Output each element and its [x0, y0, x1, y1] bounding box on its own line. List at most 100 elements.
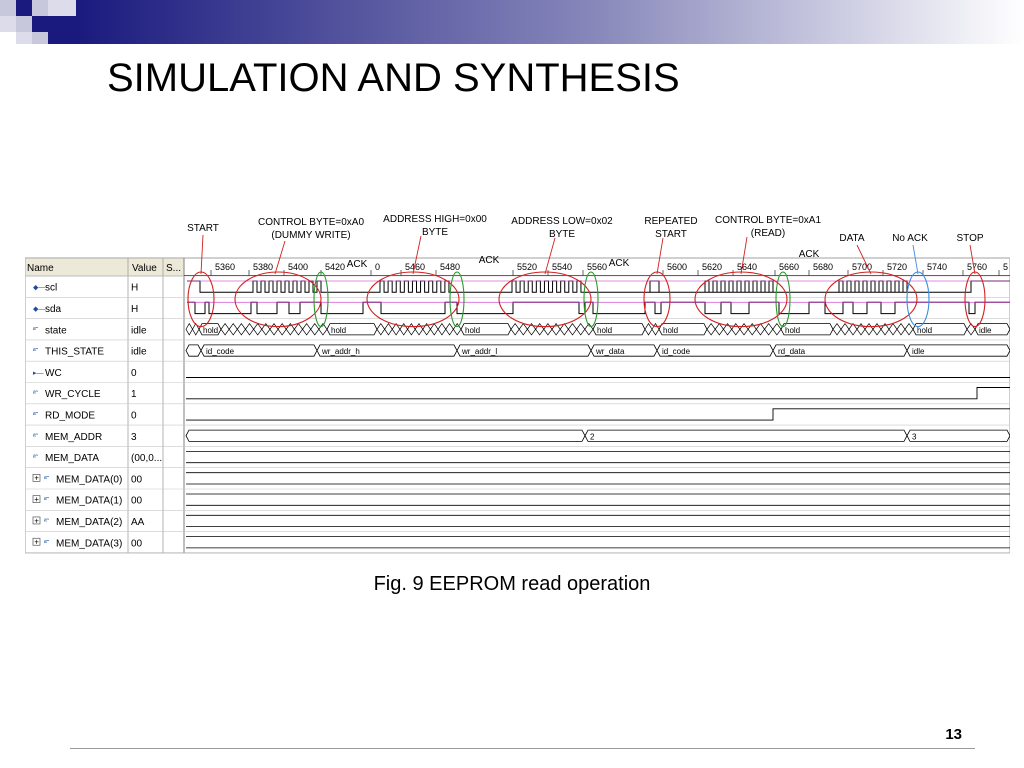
annotation-address-low: ADDRESS LOW=0x02 — [511, 216, 613, 227]
bus-icon: ª˜ — [33, 434, 39, 441]
state-label: idle — [979, 326, 992, 335]
signal-name-state: state — [45, 325, 67, 336]
time-tick-label: 5560 — [587, 262, 607, 272]
time-tick-label: 5460 — [405, 262, 425, 272]
signal-value: idle — [131, 347, 147, 358]
state-label: hold — [465, 326, 480, 335]
header-decoration — [0, 0, 1024, 44]
column-header-value: Value — [132, 263, 157, 274]
state-segment — [974, 323, 1010, 336]
state-label: hold — [331, 326, 346, 335]
time-tick-label: 5420 — [325, 262, 345, 272]
column-header-name: Name — [27, 263, 54, 274]
time-tick-label: 5 — [1003, 262, 1008, 272]
time-tick-label: 5660 — [779, 262, 799, 272]
this-state-label: wr_addr_h — [321, 347, 360, 356]
time-tick-label: 5400 — [288, 262, 308, 272]
expand-toggle[interactable] — [32, 495, 41, 503]
state-label: hold — [597, 326, 612, 335]
sda-trace — [187, 301, 1010, 315]
annotation-no-ack: No ACK — [892, 233, 928, 244]
state-transition-cluster — [510, 323, 594, 336]
bus-icon: ª˜ — [33, 327, 39, 334]
ack-oval — [775, 271, 791, 328]
signal-name-mem-addr: MEM_ADDR — [45, 432, 102, 443]
time-tick-label: 5680 — [813, 262, 833, 272]
figure-caption: Fig. 9 EEPROM read operation — [373, 573, 651, 595]
annotation-pointer — [969, 244, 976, 275]
signal-value: H — [131, 283, 138, 294]
address-low-oval — [498, 271, 592, 328]
time-tick-label: 5720 — [887, 262, 907, 272]
annotation-address-low: BYTE — [549, 229, 575, 240]
annotation-control-byte-read: (READ) — [751, 228, 785, 239]
state-transition-cluster — [376, 322, 462, 336]
bus-icon: ª˜ — [33, 412, 39, 419]
signal-name-wr-cycle: WR_CYCLE — [45, 389, 101, 400]
mem-addr-segment — [906, 429, 1010, 442]
mem-addr-label: 3 — [912, 432, 917, 441]
header-gradient-bar — [76, 0, 1024, 44]
header-square — [48, 16, 76, 44]
annotation-pointer — [856, 244, 872, 275]
signal-name-mem-data-2-: MEM_DATA(2) — [56, 517, 122, 528]
annotation-ack: ACK — [609, 258, 630, 269]
signal-name-mem-data: MEM_DATA — [45, 453, 99, 464]
signal-icon: ◆— — [33, 306, 45, 313]
state-transition-cluster — [185, 322, 200, 336]
signal-value: 00 — [131, 538, 143, 549]
annotation-data: DATA — [839, 233, 865, 244]
bus-icon: ª˜ — [33, 391, 39, 398]
signal-value: 0 — [131, 368, 137, 379]
bus-icon: ª˜ — [44, 476, 50, 483]
state-label: hold — [203, 326, 218, 335]
signal-value: 3 — [131, 432, 137, 443]
signal-name-rd-mode: RD_MODE — [45, 410, 95, 421]
state-transition-cluster — [220, 323, 328, 336]
bus-icon: ª˜ — [44, 498, 50, 505]
annotation-address-high: BYTE — [422, 227, 448, 238]
header-square — [0, 16, 16, 32]
header-square — [0, 0, 16, 16]
time-tick-label: 5740 — [927, 262, 947, 272]
state-transition-cluster — [832, 322, 914, 336]
state-transition-cluster — [966, 322, 976, 336]
page-number: 13 — [945, 726, 962, 743]
annotation-control-byte-read: CONTROL BYTE=0xA1 — [715, 215, 821, 226]
bus-icon: ª˜ — [44, 540, 50, 547]
annotation-control-byte-write: CONTROL BYTE=0xA0 — [258, 217, 364, 228]
signal-value: 00 — [131, 474, 143, 485]
mem-addr-label: 2 — [590, 432, 595, 441]
annotation-pointer — [912, 244, 919, 275]
this-state-label: id_code — [662, 347, 691, 356]
time-tick-label: 5600 — [667, 262, 687, 272]
expand-toggle[interactable] — [32, 516, 41, 525]
this-state-label: wr_addr_l — [461, 347, 497, 356]
annotation-pointer — [544, 237, 556, 275]
annotation-stop: STOP — [956, 233, 983, 244]
annotation-pointer — [740, 236, 748, 275]
header-square — [16, 32, 32, 44]
time-tick-label: 5360 — [215, 262, 235, 272]
state-transition-cluster — [706, 323, 782, 336]
state-label: hold — [917, 326, 932, 335]
expand-plus-icon: + — [34, 538, 39, 547]
expand-toggle[interactable] — [32, 474, 41, 482]
expand-toggle[interactable] — [32, 537, 41, 546]
header-square — [32, 32, 48, 44]
time-tick-label: 5620 — [702, 262, 722, 272]
annotation-pointer — [656, 237, 664, 275]
ack-oval — [313, 271, 329, 328]
signal-name-mem-data-3-: MEM_DATA(3) — [56, 538, 122, 549]
state-label: hold — [785, 326, 800, 335]
signal-name-wc: WC — [45, 368, 62, 379]
rd-mode-trace — [186, 408, 1010, 421]
time-tick-label: 5520 — [517, 262, 537, 272]
annotation-pointer — [412, 235, 422, 275]
signal-value: H — [131, 304, 138, 315]
signal-value: 0 — [131, 410, 137, 421]
signal-name-scl: scl — [45, 283, 57, 294]
annotation-pointer — [274, 240, 286, 275]
slide-title: SIMULATION AND SYNTHESIS — [107, 56, 680, 100]
